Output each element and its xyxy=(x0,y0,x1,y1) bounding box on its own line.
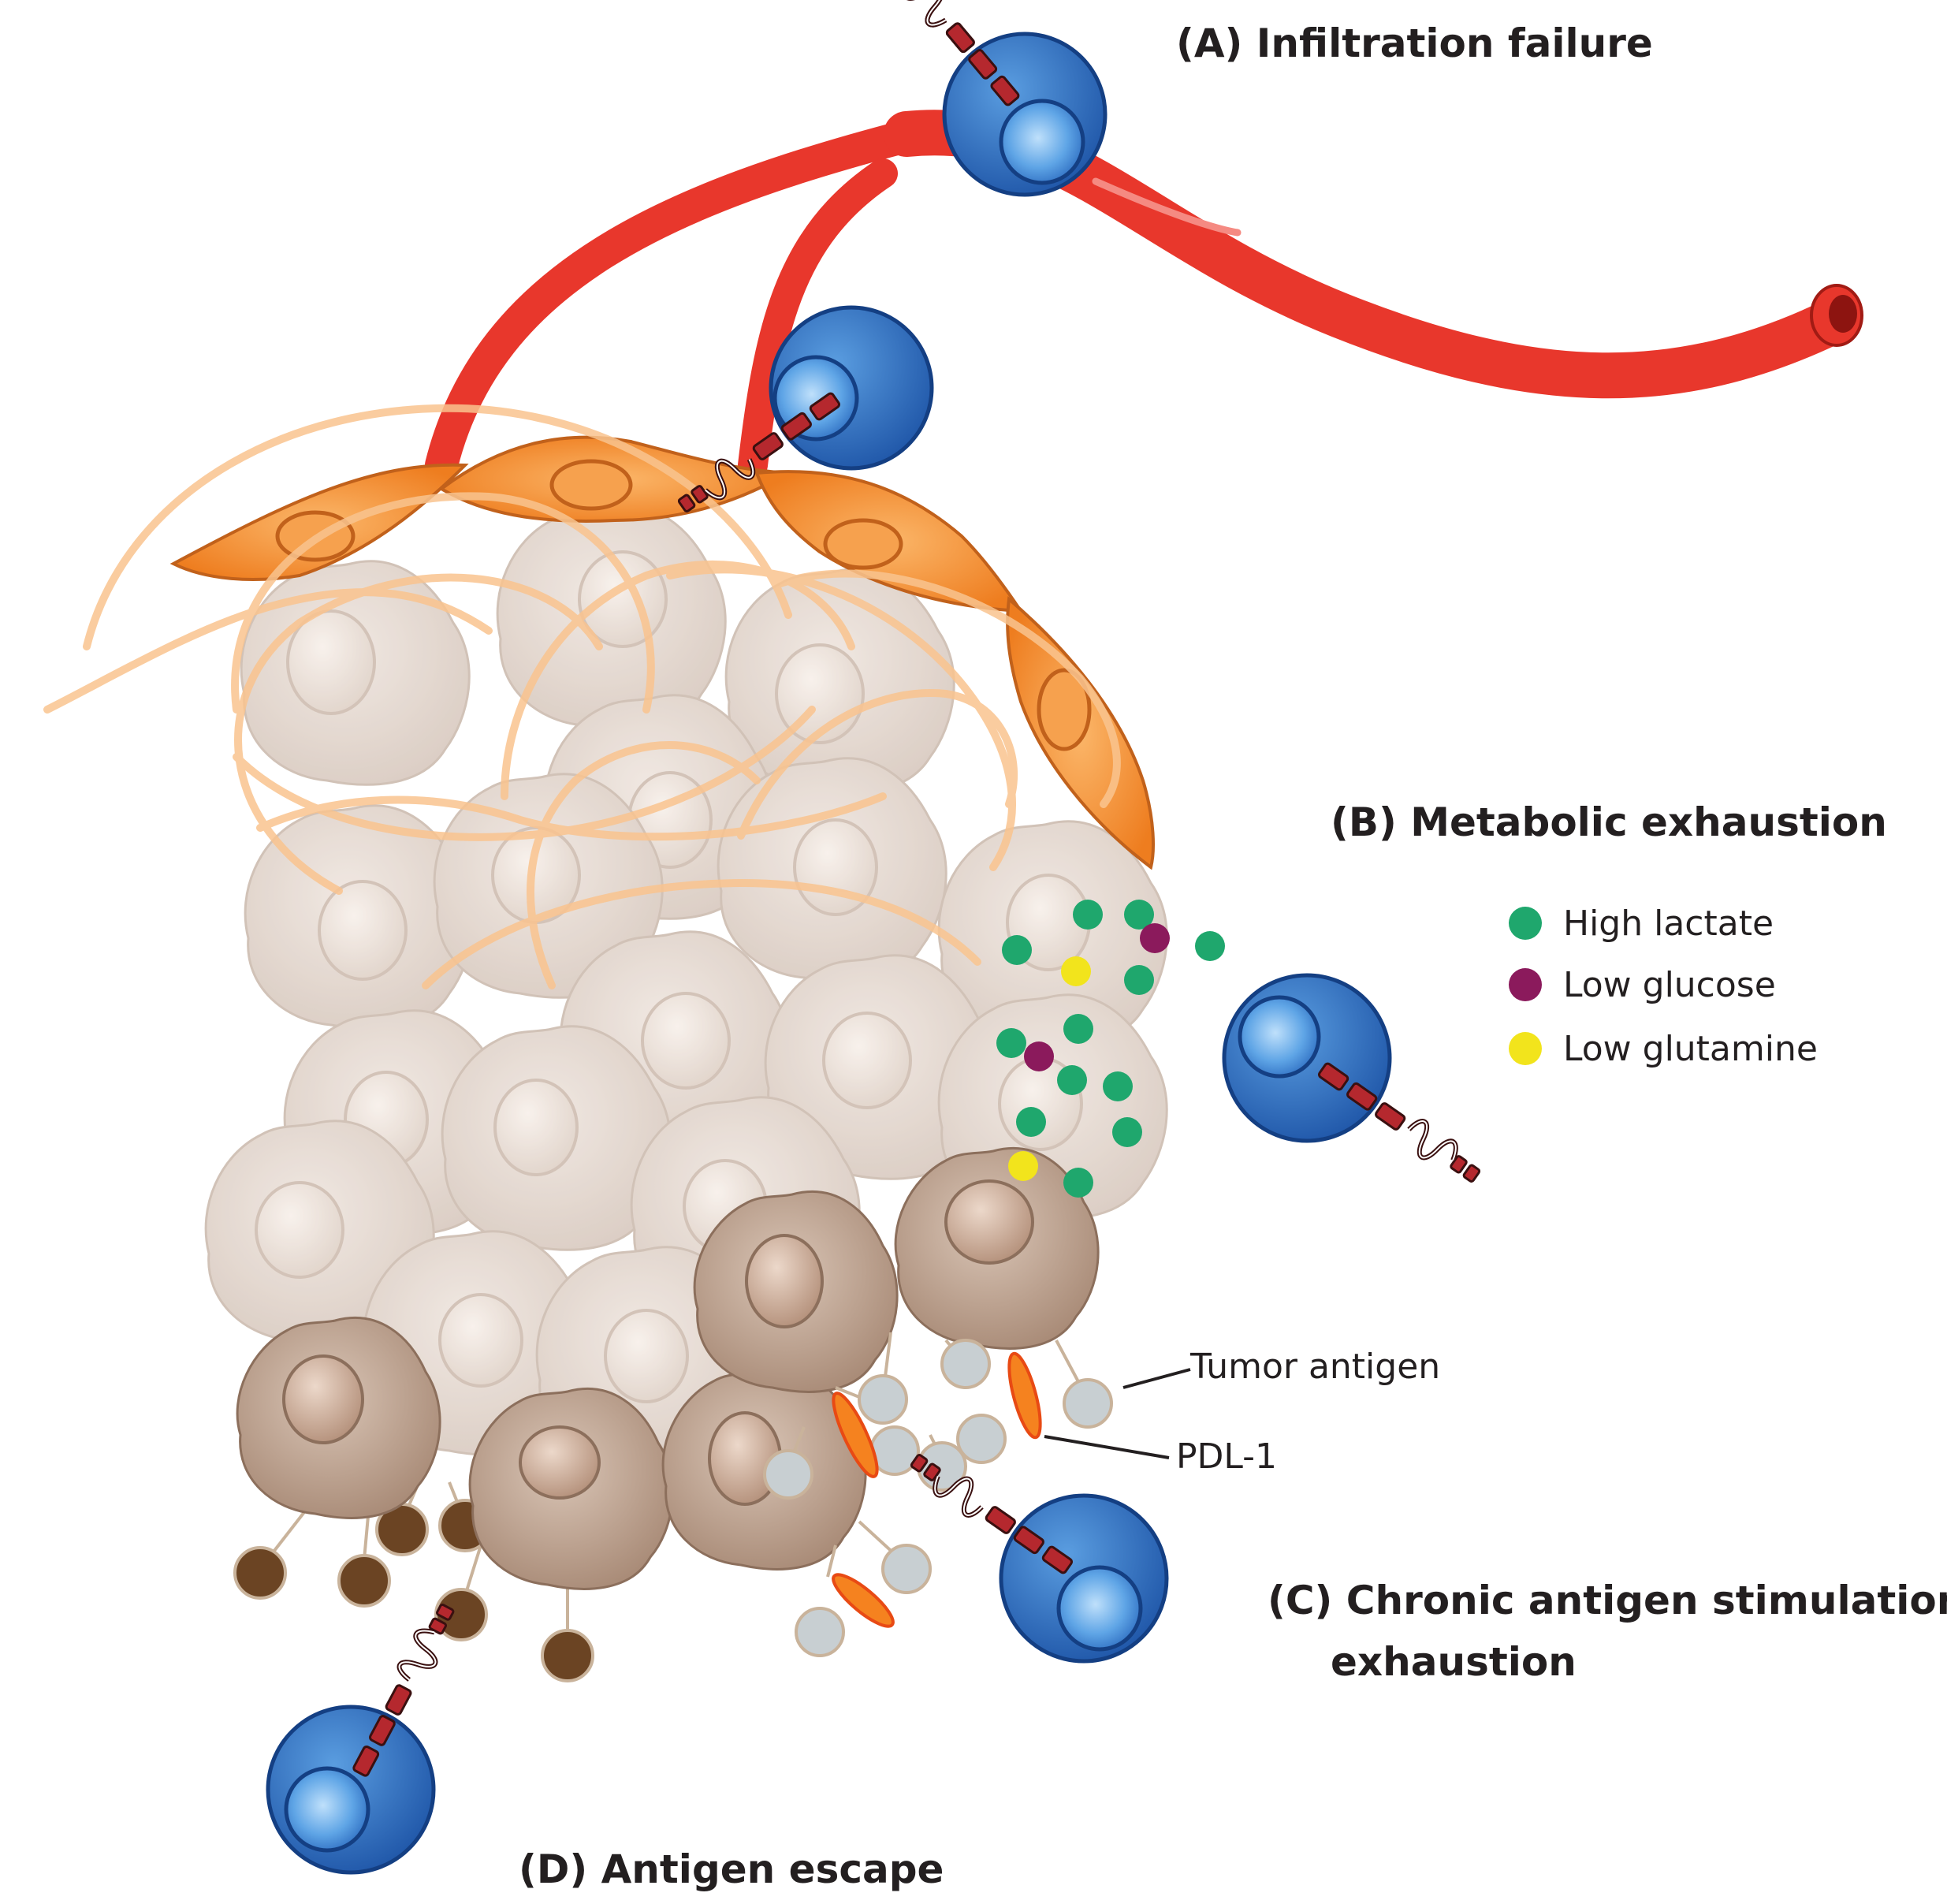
tumor-cell-icon xyxy=(441,1025,672,1251)
legend-item: Low glutamine xyxy=(1509,1029,1818,1069)
metabolite-dot-icon xyxy=(996,1028,1026,1058)
fibroblast-icon xyxy=(438,435,794,523)
fibroblasts xyxy=(169,435,1155,870)
metabolite-dot-icon xyxy=(1024,1041,1054,1071)
metabolite-dot-icon xyxy=(1057,1065,1087,1095)
metabolite-legend: High lactate Low glucose Low glutamine xyxy=(1509,904,1818,1069)
pdl1-icon xyxy=(832,1392,879,1478)
legend-label: Low glutamine xyxy=(1563,1029,1818,1069)
tumor-cell-icon xyxy=(496,505,727,731)
label-antigen-escape: (D) Antigen escape xyxy=(519,1846,944,1892)
metabolite-dot-icon xyxy=(1061,956,1091,986)
legend-label: High lactate xyxy=(1563,904,1774,944)
antigen-icon xyxy=(233,1546,287,1600)
tumor-cell-icon xyxy=(693,1190,899,1393)
tumor-antigen-leader xyxy=(1122,1368,1191,1389)
legend-label: Low glucose xyxy=(1563,965,1776,1005)
antigen-icon xyxy=(541,1629,594,1682)
label-chronic-antigen: (C) Chronic antigen stimulation xyxy=(1268,1578,1947,1623)
tumor-cell-icon xyxy=(240,560,471,786)
antigen-icon xyxy=(434,1588,488,1641)
antigen-icon xyxy=(763,1449,813,1500)
collagen-fibers xyxy=(43,404,1121,989)
antigen-icon xyxy=(795,1607,845,1657)
metabolite-dot-icon xyxy=(1124,900,1154,930)
metabolite-dot-icon xyxy=(1008,1151,1038,1181)
label-metabolic-exhaustion: (B) Metabolic exhaustion xyxy=(1331,799,1887,845)
t-cell-chronic xyxy=(906,1448,1169,1664)
tumor-cells-antigen-bearing xyxy=(236,1146,1100,1590)
legend-item: High lactate xyxy=(1509,904,1774,944)
metabolite-dot-icon xyxy=(1124,965,1154,995)
t-cell-escape xyxy=(266,1600,461,1875)
metabolite-dot-icon xyxy=(1509,1032,1542,1065)
metabolite-dot-icon xyxy=(1016,1107,1046,1137)
pdl1-icon xyxy=(832,1573,895,1628)
label-chronic-exhaustion: exhaustion xyxy=(1331,1639,1577,1685)
metabolite-dot-icon xyxy=(1195,931,1225,961)
tumor-antigens xyxy=(763,1332,1113,1657)
metabolite-dot-icon xyxy=(1063,1168,1093,1198)
metabolites xyxy=(996,900,1225,1198)
tumor-cell-icon xyxy=(764,954,995,1180)
label-pdl1: PDL-1 xyxy=(1176,1436,1277,1477)
tumor-cell-icon xyxy=(236,1316,441,1519)
antigen-icon xyxy=(956,1414,1007,1464)
fibroblast-icon xyxy=(754,470,1024,613)
tumor-cell-icon xyxy=(894,1146,1100,1350)
metabolite-dot-icon xyxy=(1112,1117,1142,1147)
antigen-icon xyxy=(940,1339,991,1389)
legend-item: Low glucose xyxy=(1509,965,1776,1005)
fibroblast-icon xyxy=(1006,596,1155,870)
metabolite-dot-icon xyxy=(1063,1014,1093,1044)
pdl1-leader xyxy=(1044,1435,1170,1459)
pdl1-icon xyxy=(1007,1351,1042,1440)
t-cell-infiltration-middle xyxy=(673,305,934,519)
metabolite-dot-icon xyxy=(1140,923,1170,953)
tumor-cell-icon xyxy=(244,804,475,1030)
metabolite-dot-icon xyxy=(1002,935,1032,965)
tumor-cell-icon xyxy=(717,757,947,983)
label-tumor-antigen: Tumor antigen xyxy=(1189,1347,1440,1387)
label-infiltration-failure: (A) Infiltration failure xyxy=(1176,20,1653,66)
blood-vessel-icon xyxy=(425,110,1863,482)
metabolite-dot-icon xyxy=(1509,968,1542,1001)
antigen-icon xyxy=(1063,1378,1113,1429)
t-cell-metabolic xyxy=(1222,973,1485,1189)
antigen-icon xyxy=(881,1544,932,1594)
fibroblast-icon xyxy=(169,463,469,581)
t-cell-infiltration-top xyxy=(881,0,1108,197)
antigen-icon xyxy=(858,1374,908,1425)
antigen-escape-antigens xyxy=(233,1466,594,1682)
metabolite-dot-icon xyxy=(1103,1071,1133,1101)
tumor-cell-icon xyxy=(468,1387,674,1590)
metabolite-dot-icon xyxy=(1509,907,1542,940)
antigen-icon xyxy=(337,1554,391,1608)
metabolite-dot-icon xyxy=(1073,900,1103,930)
